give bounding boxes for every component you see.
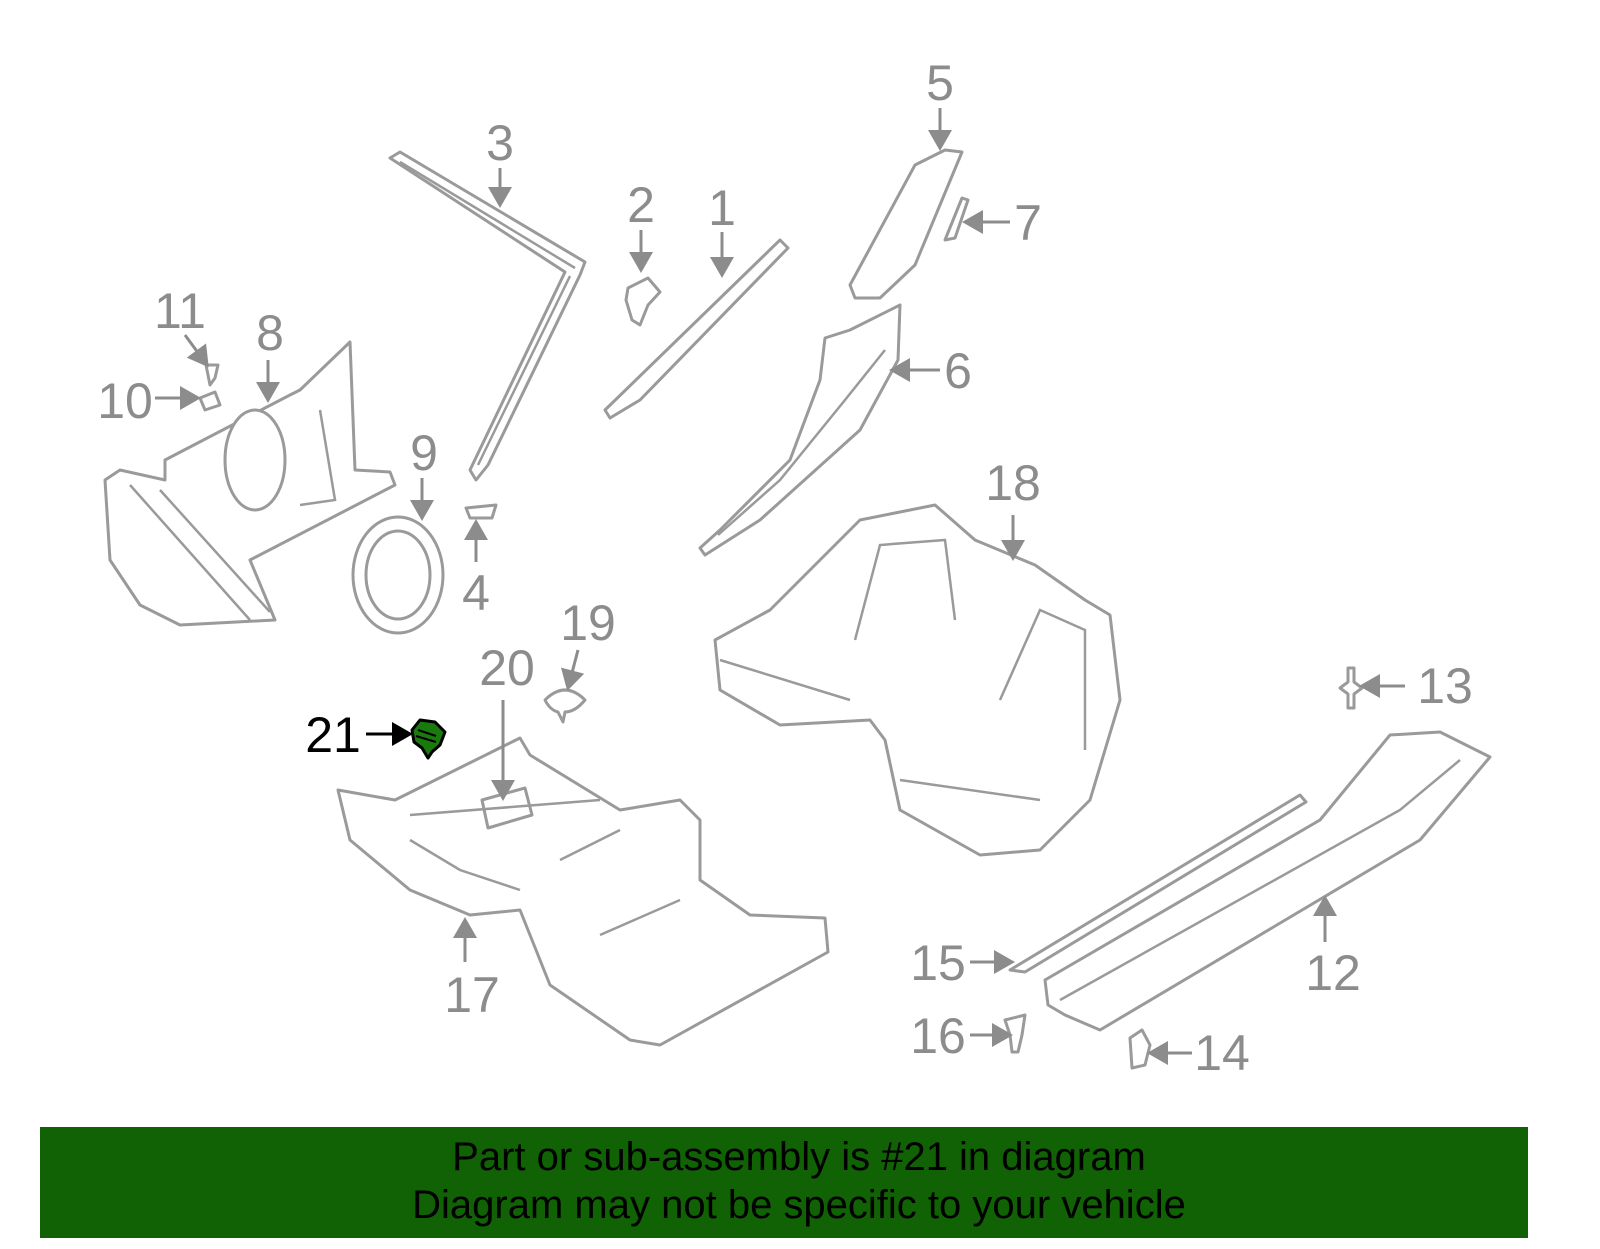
part-11-screw xyxy=(204,363,220,387)
callout-18: 18 xyxy=(985,455,1041,511)
callout-11: 11 xyxy=(154,283,206,339)
part-17-front-carpet xyxy=(336,736,830,1047)
callout-16: 16 xyxy=(910,1008,966,1064)
callout-4: 4 xyxy=(462,565,490,621)
banner-line-2: Diagram may not be specific to your vehi… xyxy=(412,1183,1186,1227)
callout-3: 3 xyxy=(486,115,514,171)
part-6-pillar-trim xyxy=(698,303,902,557)
callout-arrows xyxy=(155,108,1405,1065)
callout-19: 19 xyxy=(560,595,616,651)
part-1-trim xyxy=(603,238,790,420)
banner-line-1: Part or sub-assembly is #21 in diagram xyxy=(452,1135,1146,1179)
callout-1: 1 xyxy=(708,180,736,236)
callout-7: 7 xyxy=(1014,195,1042,251)
part-3-seal xyxy=(388,150,587,482)
callout-2: 2 xyxy=(627,177,655,233)
callout-14: 14 xyxy=(1194,1025,1250,1081)
callout-8: 8 xyxy=(256,305,284,361)
info-banner: Part or sub-assembly is #21 in diagram D… xyxy=(40,1127,1528,1238)
part-4-clip xyxy=(464,503,498,520)
part-7-badge xyxy=(943,196,970,242)
part-5-pillar-trim xyxy=(848,148,964,300)
callout-10: 10 xyxy=(97,373,153,429)
part-19-plug xyxy=(543,688,587,724)
callout-9: 9 xyxy=(410,425,438,481)
part-8-quarter-trim xyxy=(103,340,397,627)
part-21-retainer xyxy=(410,718,447,760)
part-15-sill-strip xyxy=(1008,793,1308,974)
callout-20: 20 xyxy=(479,640,535,696)
part-12-sill-plate xyxy=(1043,730,1492,1032)
part-13-fastener xyxy=(1338,666,1364,710)
callout-6: 6 xyxy=(944,343,972,399)
callout-13: 13 xyxy=(1417,658,1473,714)
part-18-rear-carpet xyxy=(713,503,1122,857)
part-9-speaker-ring xyxy=(351,515,445,635)
part-10-nut xyxy=(198,390,222,412)
callout-5: 5 xyxy=(926,55,954,111)
part-2-clip xyxy=(624,276,662,327)
callout-15: 15 xyxy=(910,935,966,991)
part-14-clip xyxy=(1128,1028,1152,1070)
callout-12: 12 xyxy=(1305,945,1361,1001)
callout-17: 17 xyxy=(444,967,500,1023)
callout-21-highlighted: 21 xyxy=(305,707,361,763)
